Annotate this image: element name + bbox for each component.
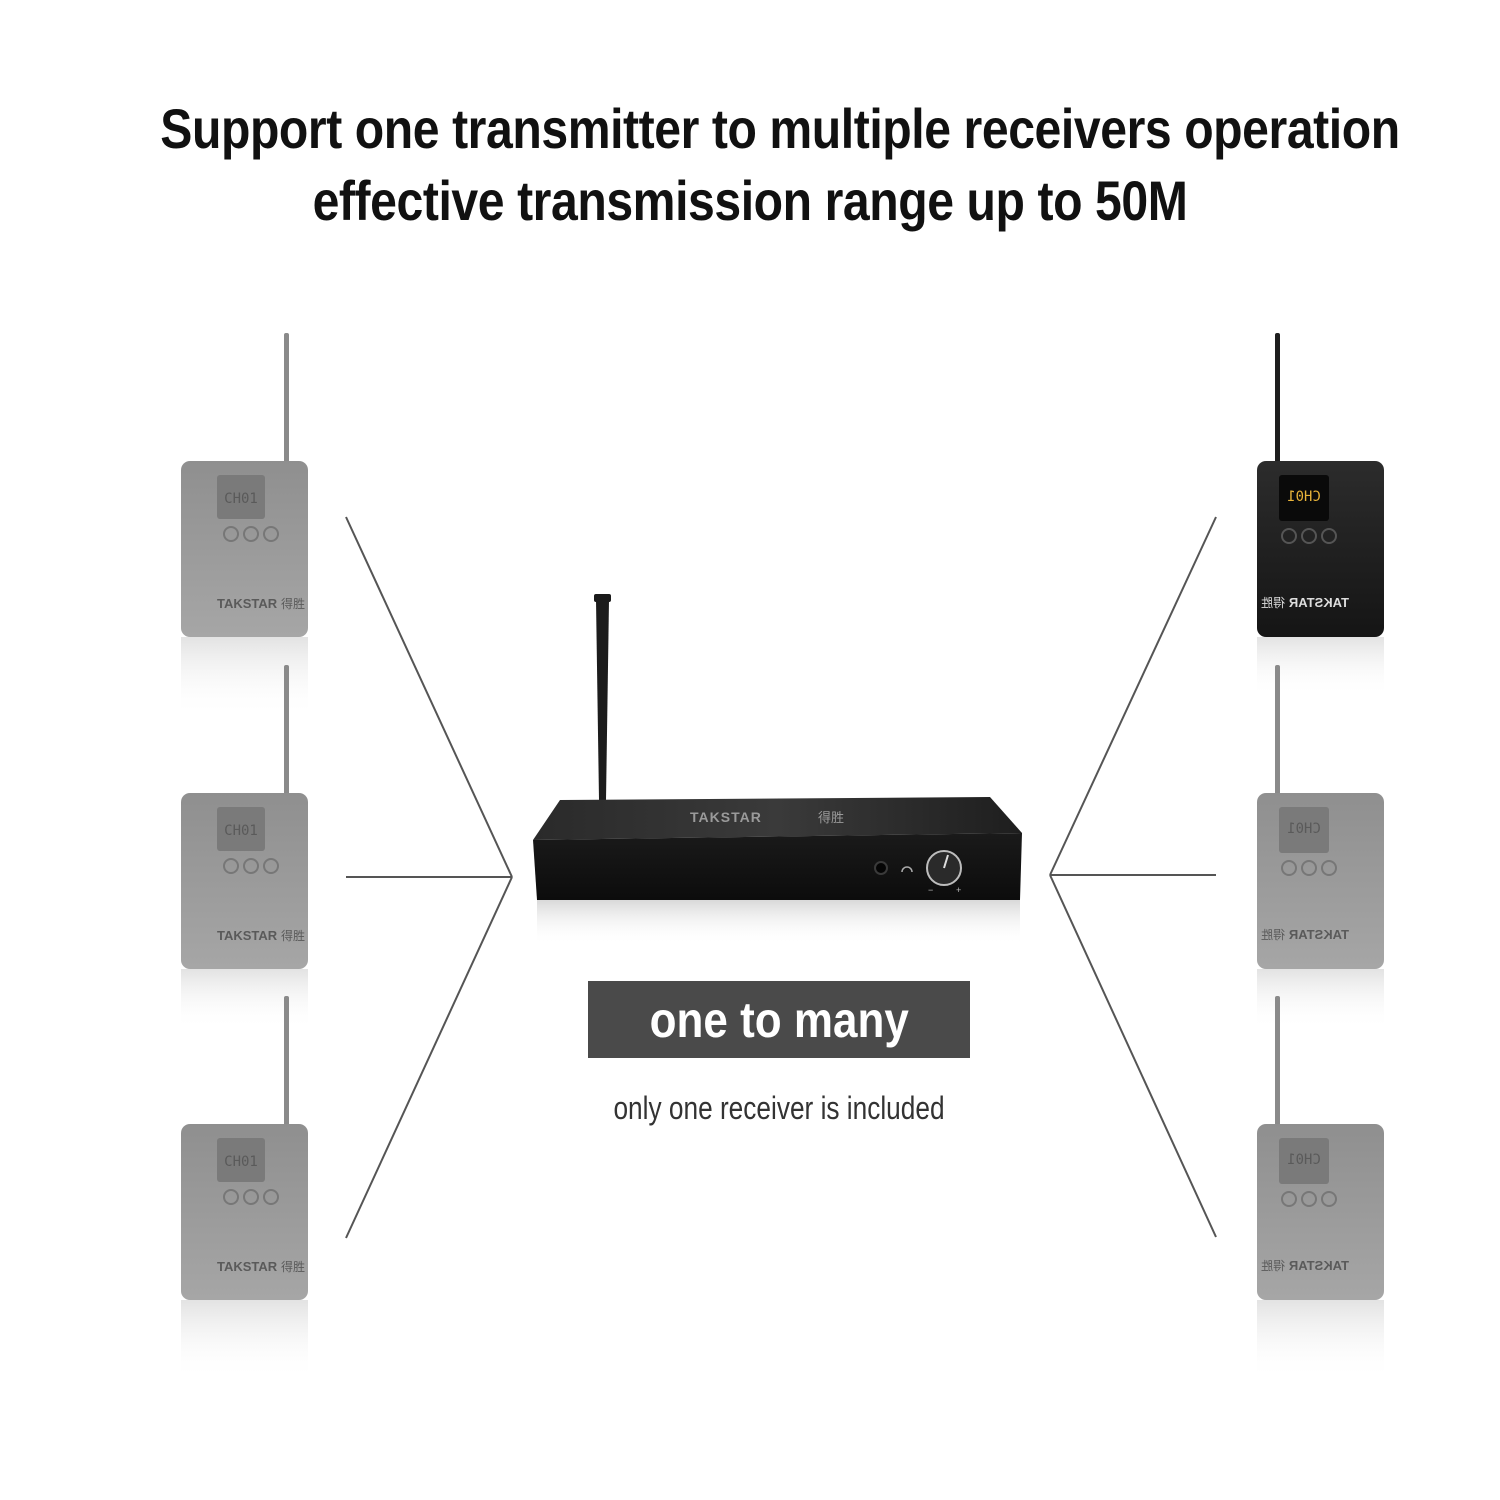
reflection: [181, 1300, 308, 1380]
brand-logo: TAKSTAR: [1288, 927, 1349, 942]
control-buttons: [1281, 528, 1337, 544]
lcd-screen: [217, 1138, 265, 1182]
lcd-screen: [1279, 475, 1329, 521]
connector-line: [345, 516, 513, 878]
headline-line-1: Support one transmitter to multiple rece…: [160, 97, 1400, 160]
receiver-body: [181, 1124, 308, 1300]
antenna: [596, 600, 609, 800]
volume-minus-icon: −: [928, 885, 933, 895]
brand-logo-cn: 得胜: [818, 810, 844, 826]
brand-logo: TAKSTAR: [217, 928, 278, 943]
lcd-display: CH01: [224, 823, 258, 839]
connector-line: [345, 876, 513, 1239]
connector-lines-left: [345, 516, 513, 1239]
antenna: [284, 996, 289, 1126]
antenna: [1275, 333, 1280, 463]
headphone-jack[interactable]: [874, 861, 888, 875]
lcd-screen: [217, 475, 265, 519]
brand-logo-cn: 得胜: [1261, 1258, 1285, 1273]
transmitter: TAKSTAR 得胜 − +: [533, 594, 1022, 945]
brand-logo: TAKSTAR: [690, 809, 762, 825]
connector-line: [1049, 516, 1217, 876]
badge-label: one to many: [649, 991, 909, 1048]
lcd-screen: [217, 807, 265, 851]
antenna: [284, 665, 289, 795]
reflection: [537, 900, 1020, 945]
brand-logo: TAKSTAR: [1288, 595, 1349, 610]
brand-logo-cn: 得胜: [281, 1259, 305, 1274]
lcd-display: CH01: [1287, 489, 1321, 505]
included-note: only one receiver is included: [613, 1090, 945, 1126]
brand-logo-cn: 得胜: [1261, 927, 1285, 942]
knob-indicator: [943, 854, 949, 869]
receiver-right-2: CH01 TAKSTAR 得胜: [1257, 665, 1384, 1029]
lcd-display: CH01: [224, 1154, 258, 1170]
receiver-right-3: CH01 TAKSTAR 得胜: [1257, 996, 1384, 1380]
volume-plus-icon: +: [956, 885, 961, 895]
headphone-icon: [901, 866, 913, 873]
transmitter-top: [533, 797, 1022, 840]
lcd-screen: [1279, 807, 1329, 853]
control-buttons: [1281, 860, 1337, 876]
brand-logo-cn: 得胜: [281, 928, 305, 943]
receiver-body: [181, 461, 308, 637]
control-buttons: [223, 1189, 279, 1205]
connector-lines-right: [1049, 516, 1217, 1238]
antenna: [1275, 996, 1280, 1126]
brand-logo: TAKSTAR: [217, 596, 278, 611]
lcd-display: CH01: [1287, 821, 1321, 837]
control-buttons: [223, 858, 279, 874]
antenna: [284, 333, 289, 463]
connector-line: [1049, 874, 1217, 1238]
receiver-left-2: CH01 TAKSTAR 得胜: [181, 665, 308, 1029]
transmitter-front: [533, 833, 1022, 900]
brand-logo: TAKSTAR: [1288, 1258, 1349, 1273]
reflection: [1257, 1300, 1384, 1380]
one-to-many-badge: one to many: [588, 981, 970, 1058]
antenna: [1275, 665, 1280, 795]
receiver-left-3: CH01 TAKSTAR 得胜: [181, 996, 308, 1380]
control-buttons: [223, 526, 279, 542]
brand-logo: TAKSTAR: [217, 1259, 278, 1274]
headline-line-2: effective transmission range up to 50M: [312, 169, 1188, 232]
brand-logo-cn: 得胜: [281, 596, 305, 611]
lcd-display: CH01: [1287, 1152, 1321, 1168]
lcd-display: CH01: [224, 491, 258, 507]
receiver-right-1: CH01 TAKSTAR 得胜: [1257, 333, 1384, 697]
lcd-screen: [1279, 1138, 1329, 1184]
brand-logo-cn: 得胜: [1261, 595, 1285, 610]
control-buttons: [1281, 1191, 1337, 1207]
receiver-left-1: CH01 TAKSTAR 得胜: [181, 333, 308, 717]
receiver-body: [181, 793, 308, 969]
